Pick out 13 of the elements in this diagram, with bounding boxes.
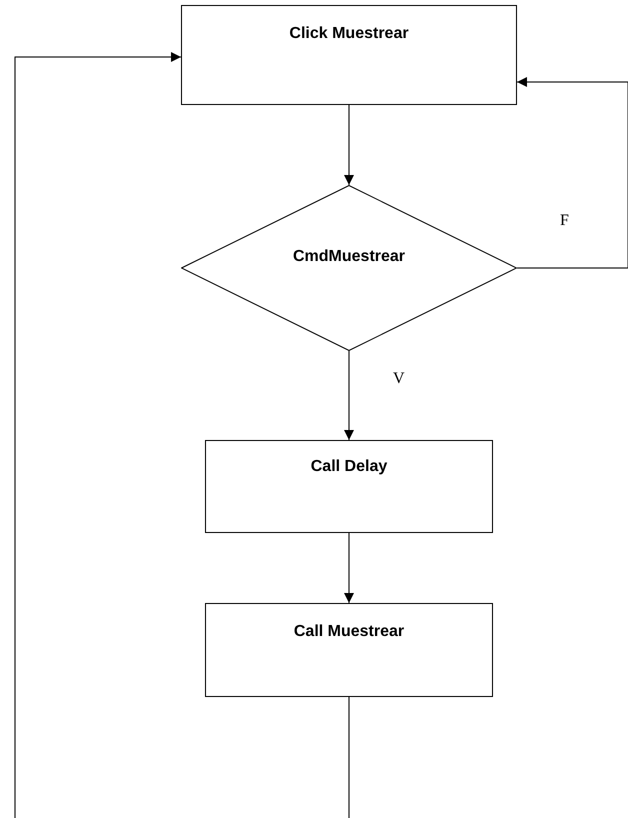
process-box: [181, 5, 517, 105]
arrow: [344, 350, 354, 440]
arrow: [14, 52, 350, 818]
node-label: Call Muestrear: [292, 623, 406, 641]
arrow: [516, 77, 628, 268]
decision-diamond: [181, 185, 517, 351]
node-label: CmdMuestrear: [292, 248, 406, 266]
node-label: Click Muestrear: [288, 25, 410, 43]
process-box: [205, 603, 493, 697]
process-box: [205, 440, 493, 533]
node-label: Call Delay: [310, 458, 388, 476]
arrow: [344, 532, 354, 604]
arrow: [344, 104, 354, 186]
